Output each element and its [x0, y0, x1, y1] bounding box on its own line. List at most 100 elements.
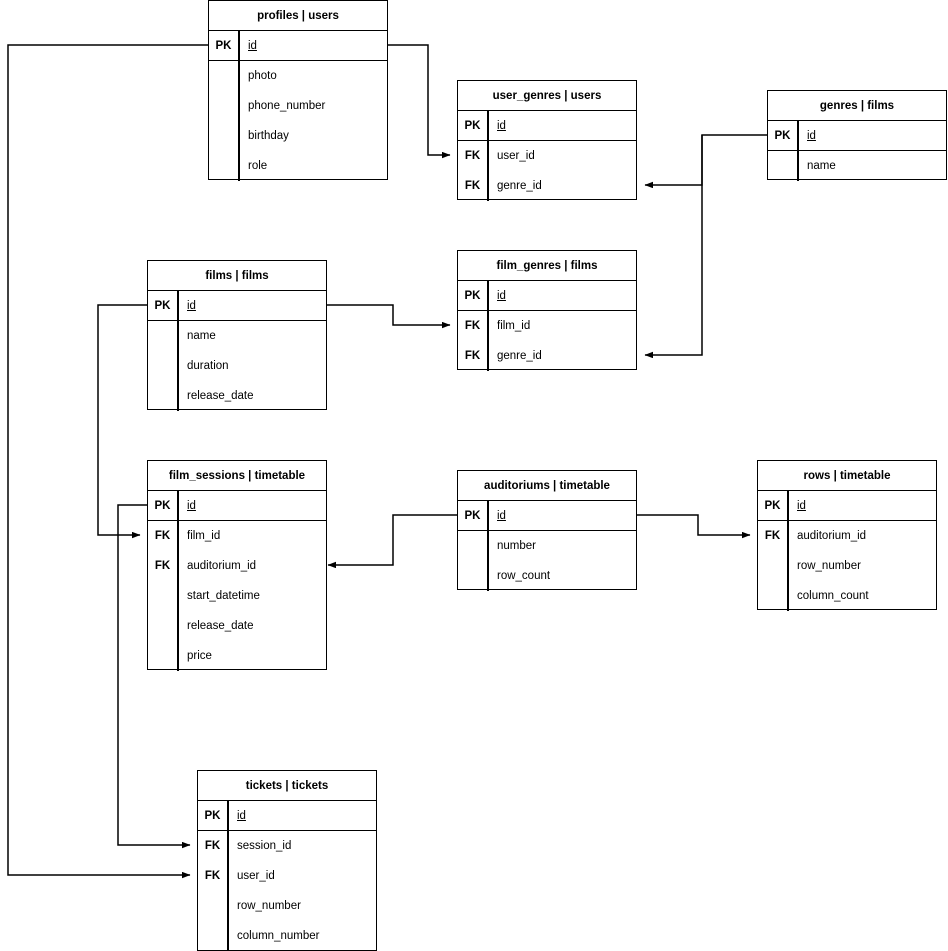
- attribute-row[interactable]: name: [768, 151, 946, 181]
- foreign-key-badge: FK: [148, 551, 178, 581]
- key-cell-empty: [209, 61, 239, 91]
- relationship-profiles-to-user_genres: [388, 44, 451, 159]
- key-cell-empty: [148, 581, 178, 611]
- attribute-row[interactable]: column_count: [758, 581, 936, 611]
- key-cell-empty: [209, 121, 239, 151]
- attribute-name: price: [187, 650, 212, 662]
- attribute-name: id: [237, 809, 246, 822]
- attribute-row[interactable]: row_number: [198, 891, 376, 921]
- attribute-name: release_date: [187, 620, 254, 632]
- attribute-name: role: [248, 160, 268, 172]
- foreign-key-badge: FK: [148, 521, 178, 551]
- attribute-name: id: [187, 499, 196, 512]
- attribute-row[interactable]: release_date: [148, 381, 326, 411]
- attribute-name: id: [248, 39, 257, 52]
- attribute-row[interactable]: PK id: [458, 111, 636, 141]
- attribute-row[interactable]: phone_number: [209, 91, 387, 121]
- attribute-name: id: [497, 119, 506, 132]
- attribute-name: number: [497, 540, 536, 552]
- attribute-name: column_count: [797, 590, 869, 602]
- entity-title: films | films: [148, 261, 326, 291]
- attribute-name: start_datetime: [187, 590, 260, 602]
- attribute-name: film_id: [497, 320, 531, 332]
- primary-key-badge: PK: [458, 281, 488, 310]
- foreign-key-badge: FK: [458, 141, 488, 171]
- attribute-name: user_id: [237, 870, 275, 882]
- primary-key-badge: PK: [458, 111, 488, 140]
- attribute-name: id: [807, 129, 816, 142]
- foreign-key-badge: FK: [458, 171, 488, 201]
- attribute-name: photo: [248, 70, 277, 82]
- attribute-name: birthday: [248, 130, 289, 142]
- entity-title: genres | films: [768, 91, 946, 121]
- relationship-films-to-film_genres: [327, 304, 451, 329]
- attribute-row[interactable]: row_count: [458, 561, 636, 591]
- attribute-row[interactable]: duration: [148, 351, 326, 381]
- attribute-row[interactable]: PK id: [768, 121, 946, 151]
- attribute-name: column_number: [237, 930, 320, 942]
- relationship-auditoriums-to-film_sessions: [327, 514, 457, 569]
- attribute-row[interactable]: release_date: [148, 611, 326, 641]
- attribute-row[interactable]: price: [148, 641, 326, 671]
- attribute-row[interactable]: start_datetime: [148, 581, 326, 611]
- attribute-row[interactable]: number: [458, 531, 636, 561]
- attribute-name: name: [187, 330, 216, 342]
- relationship-genres-to-film_genres: [644, 135, 703, 359]
- entity-title: profiles | users: [209, 1, 387, 31]
- primary-key-badge: PK: [758, 491, 788, 520]
- attribute-row[interactable]: column_number: [198, 921, 376, 951]
- attribute-row[interactable]: birthday: [209, 121, 387, 151]
- attribute-row[interactable]: PK id: [458, 281, 636, 311]
- attribute-row[interactable]: name: [148, 321, 326, 351]
- attribute-name: name: [807, 160, 836, 172]
- key-cell-empty: [148, 611, 178, 641]
- attribute-name: row_number: [797, 560, 861, 572]
- attribute-row[interactable]: photo: [209, 61, 387, 91]
- primary-key-badge: PK: [458, 501, 488, 530]
- key-cell-empty: [148, 381, 178, 411]
- attribute-name: row_count: [497, 570, 551, 582]
- relationship-films-to-film_sessions: [97, 304, 147, 539]
- attribute-name: film_id: [187, 530, 221, 542]
- primary-key-badge: PK: [148, 291, 178, 320]
- primary-key-badge: PK: [768, 121, 798, 150]
- attribute-name: user_id: [497, 150, 535, 162]
- attribute-name: release_date: [187, 390, 254, 402]
- foreign-key-badge: FK: [198, 831, 228, 861]
- attribute-row[interactable]: FK user_id: [458, 141, 636, 171]
- attribute-row[interactable]: role: [209, 151, 387, 181]
- attribute-name: id: [497, 289, 506, 302]
- attribute-row[interactable]: row_number: [758, 551, 936, 581]
- key-cell-empty: [458, 561, 488, 591]
- attribute-name: genre_id: [497, 180, 542, 192]
- attribute-row[interactable]: FK genre_id: [458, 171, 636, 201]
- attribute-row[interactable]: FK film_id: [148, 521, 326, 551]
